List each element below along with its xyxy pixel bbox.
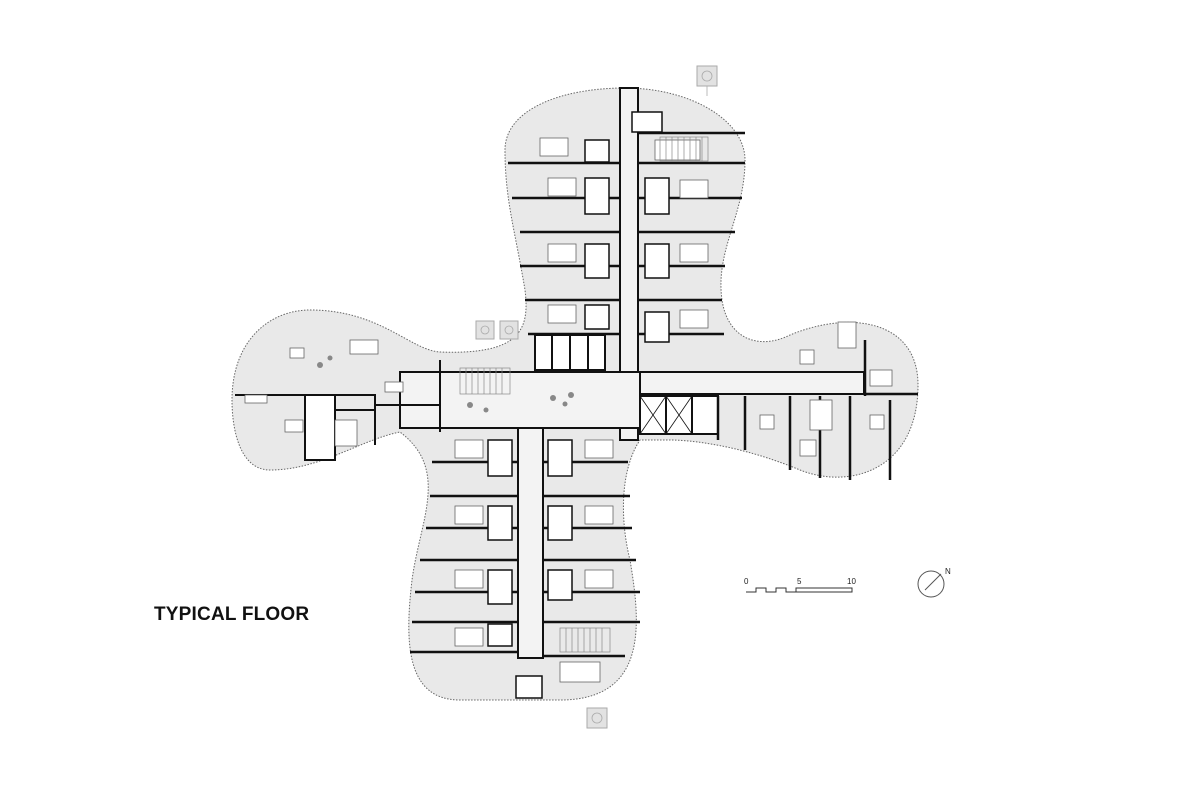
stair-south xyxy=(559,627,611,653)
section-marker-lines xyxy=(480,70,713,724)
south-bathrooms xyxy=(487,439,573,699)
south-east-rooms xyxy=(543,460,640,658)
scale-label-5: 5 xyxy=(797,577,802,586)
stair-west xyxy=(459,367,511,395)
south-corridor xyxy=(517,427,544,659)
east-wing xyxy=(716,340,918,480)
north-arrow-label: N xyxy=(945,567,951,576)
stair-north xyxy=(659,136,709,162)
east-corridor xyxy=(637,371,865,395)
scale-label-10: 10 xyxy=(847,577,856,586)
scale-bar xyxy=(746,587,853,593)
scale-label-0: 0 xyxy=(744,577,749,586)
west-furniture xyxy=(244,339,404,447)
north-bathrooms xyxy=(584,111,670,343)
elevator-core-west xyxy=(534,334,606,371)
east-furniture xyxy=(759,321,893,457)
section-markers xyxy=(475,65,718,729)
plan-title: TYPICAL FLOOR xyxy=(154,604,310,625)
west-wing xyxy=(235,360,441,461)
north-arrow xyxy=(917,570,945,598)
north-corridor xyxy=(619,87,639,441)
elevator-core-east xyxy=(639,395,719,435)
south-beds xyxy=(454,439,614,683)
lobby-planters xyxy=(317,355,574,413)
central-lobby xyxy=(399,371,641,429)
north-east-rooms xyxy=(638,131,745,336)
